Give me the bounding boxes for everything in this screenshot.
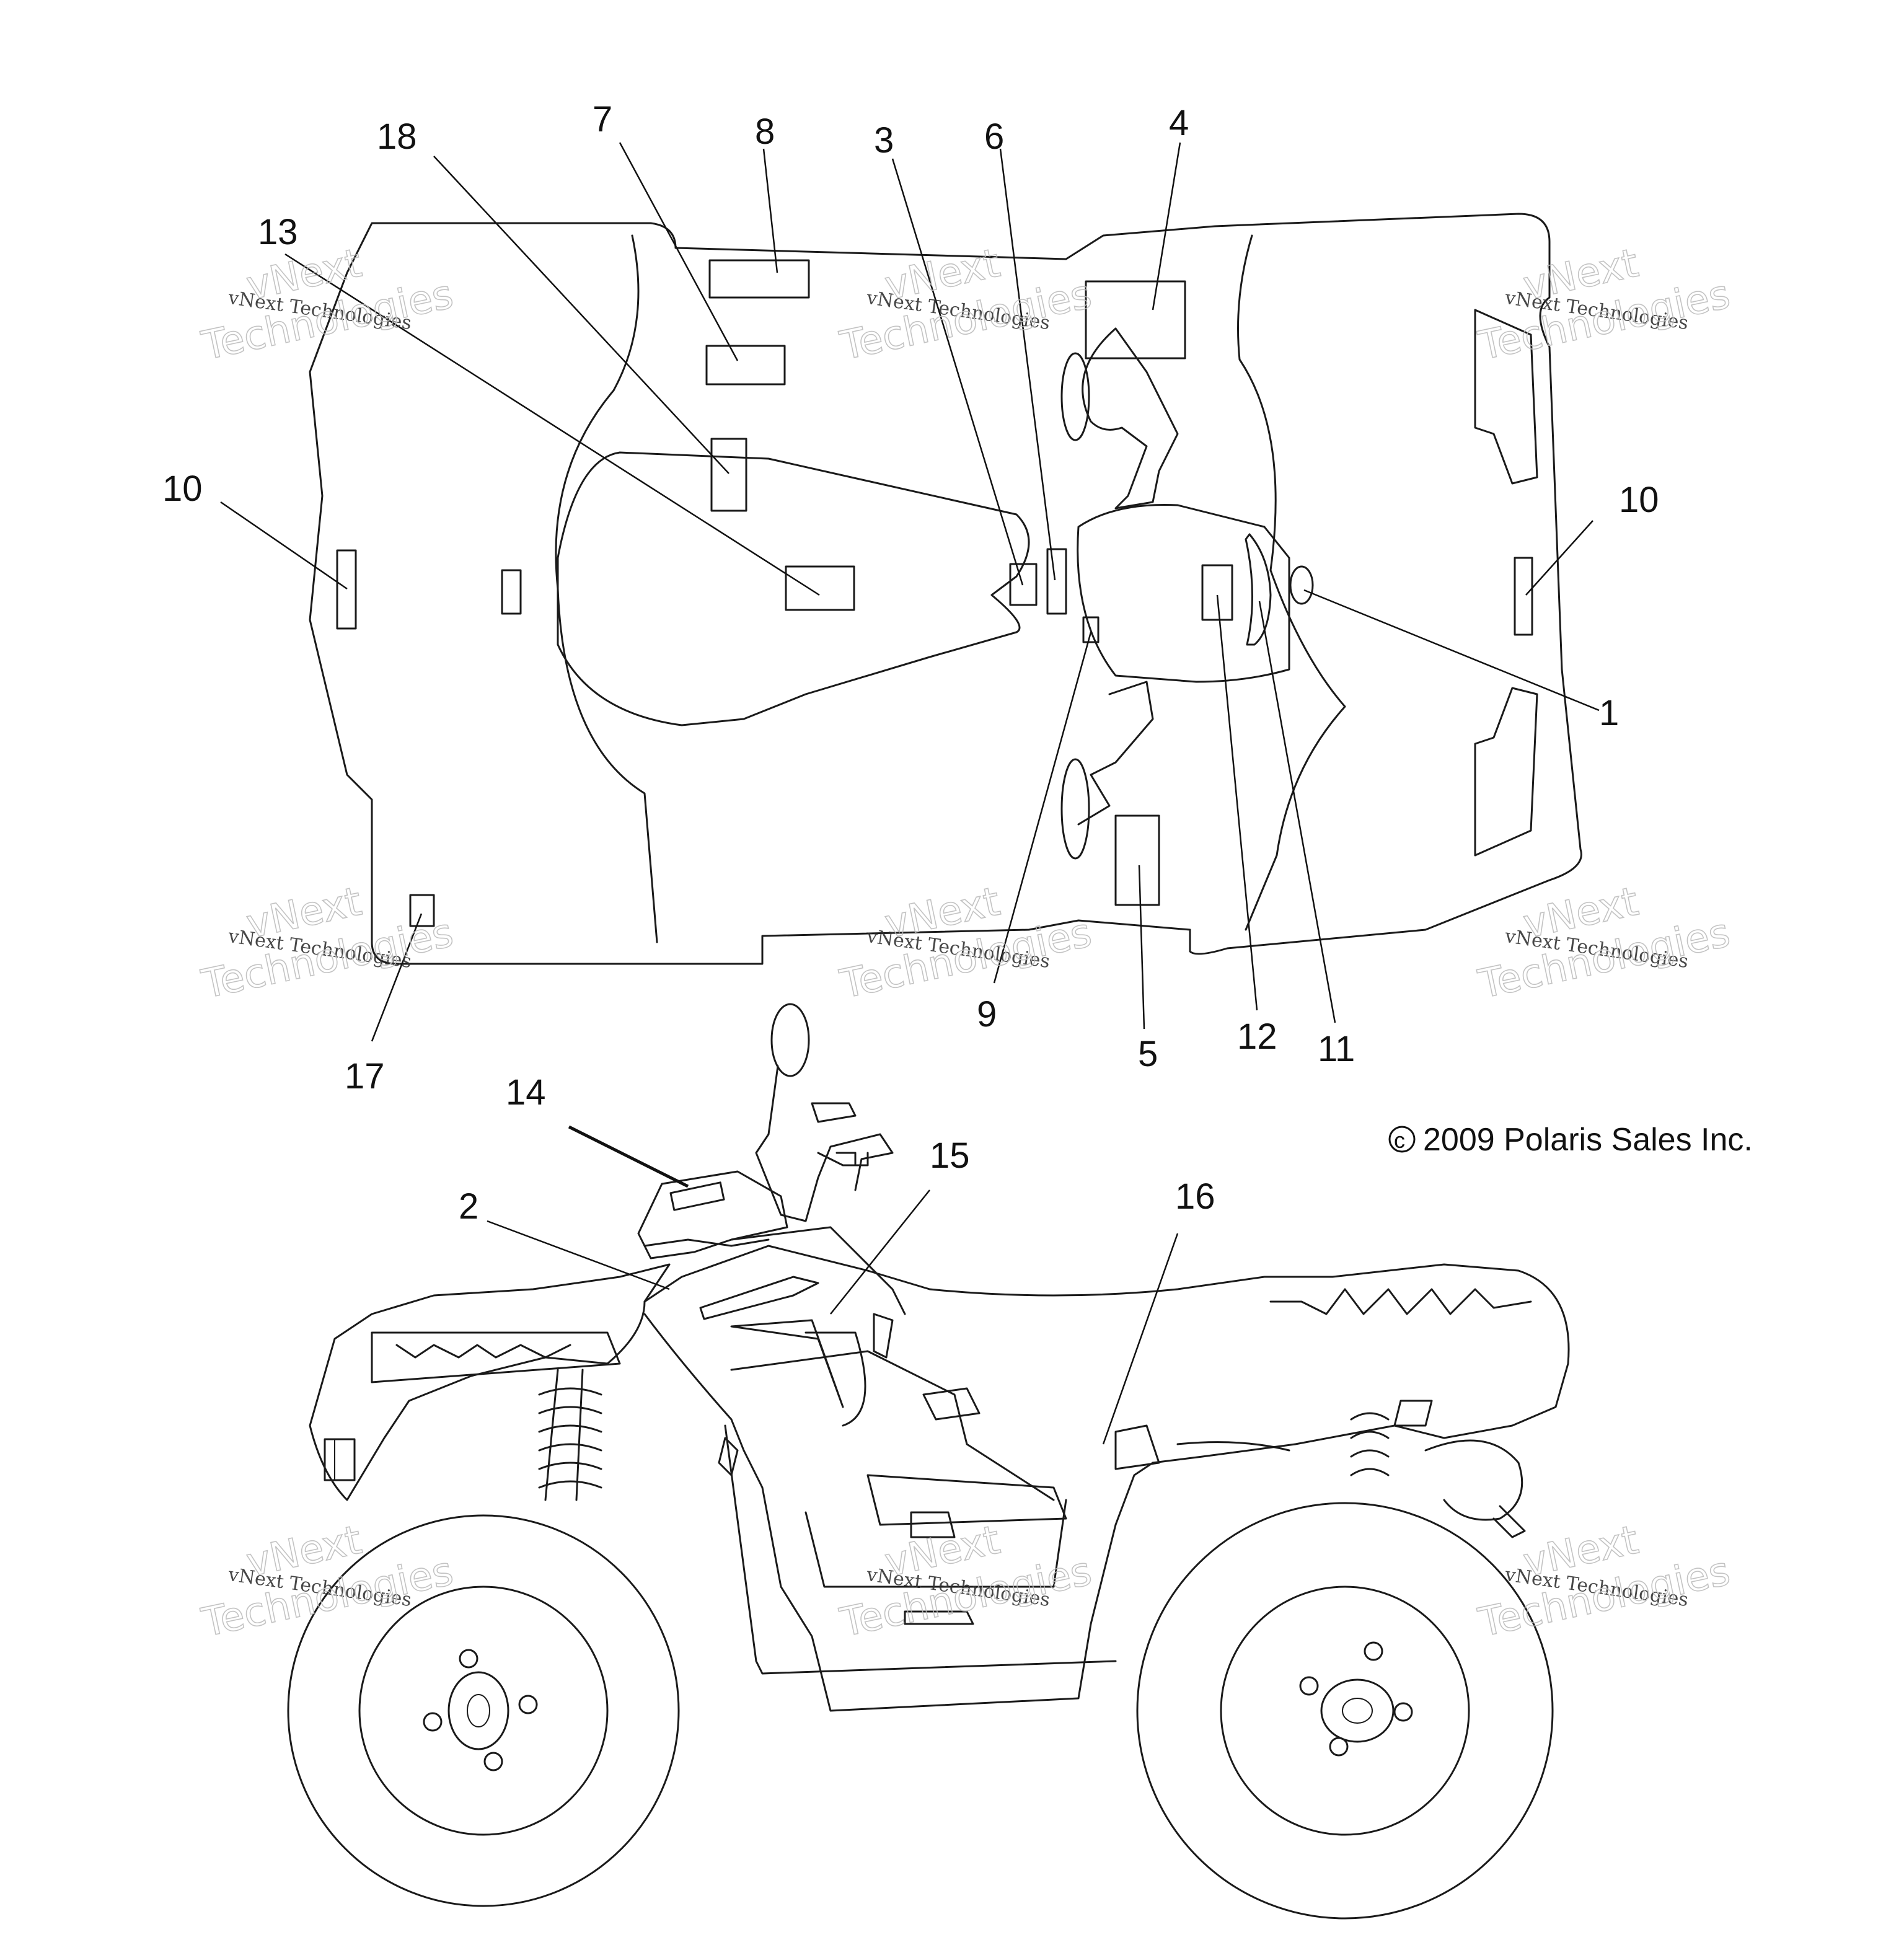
callout-11: 11 (1318, 1029, 1355, 1069)
copyright-text: 2009 Polaris Sales Inc. (1423, 1122, 1753, 1158)
decal-12 (1201, 564, 1233, 621)
callout-8: 8 (755, 112, 775, 152)
decal-8 (708, 259, 810, 299)
decal-17 (409, 894, 435, 927)
callout-labels: 1 2 3 4 5 6 7 8 9 10 10 11 12 13 14 15 1… (162, 99, 1659, 1227)
decal-11 (1245, 533, 1272, 646)
callout-17: 17 (345, 1056, 385, 1096)
watermarks: vNext vNext Technologies Technologies vN… (197, 240, 1734, 1647)
decal-5 (1114, 814, 1160, 906)
decal-1 (1289, 565, 1314, 605)
callout-4: 4 (1169, 103, 1189, 143)
leader-lines-top (220, 142, 1600, 1042)
decal-13 (785, 565, 855, 611)
copyright-notice: c 2009 Polaris Sales Inc. (1388, 1122, 1753, 1158)
callout-10-front: 10 (1619, 480, 1659, 520)
callout-6: 6 (984, 117, 1004, 157)
callout-5: 5 (1138, 1034, 1158, 1074)
leader-lines-side (487, 1125, 1179, 1445)
callout-2: 2 (459, 1186, 478, 1227)
callout-14: 14 (506, 1072, 546, 1113)
callout-10-rear: 10 (162, 469, 203, 509)
decal-18 (710, 438, 747, 512)
callout-16: 16 (1175, 1176, 1215, 1217)
decal-10-rear (336, 549, 357, 630)
atv-side-view (287, 1003, 1570, 1920)
decal-3 (1009, 563, 1038, 606)
decal-9 (1082, 616, 1100, 643)
copyright-circle (1388, 1126, 1416, 1153)
callout-13: 13 (258, 212, 298, 252)
callout-18: 18 (377, 117, 417, 157)
decal-15-stripe (699, 1276, 819, 1320)
callout-15: 15 (930, 1136, 970, 1176)
decal-10-front (1514, 557, 1533, 636)
decal-7 (705, 345, 786, 386)
callout-9: 9 (977, 994, 997, 1034)
decal-14 (669, 1181, 725, 1211)
callout-7: 7 (593, 99, 612, 139)
copyright-symbol: c (1394, 1127, 1405, 1153)
decal-15-arrow (730, 1319, 844, 1408)
callout-1: 1 (1599, 693, 1619, 733)
callout-12: 12 (1237, 1017, 1277, 1057)
atv-top-view (309, 213, 1582, 965)
decal-4 (1085, 280, 1186, 359)
callout-3: 3 (874, 120, 894, 161)
decal-6 (1046, 548, 1067, 615)
